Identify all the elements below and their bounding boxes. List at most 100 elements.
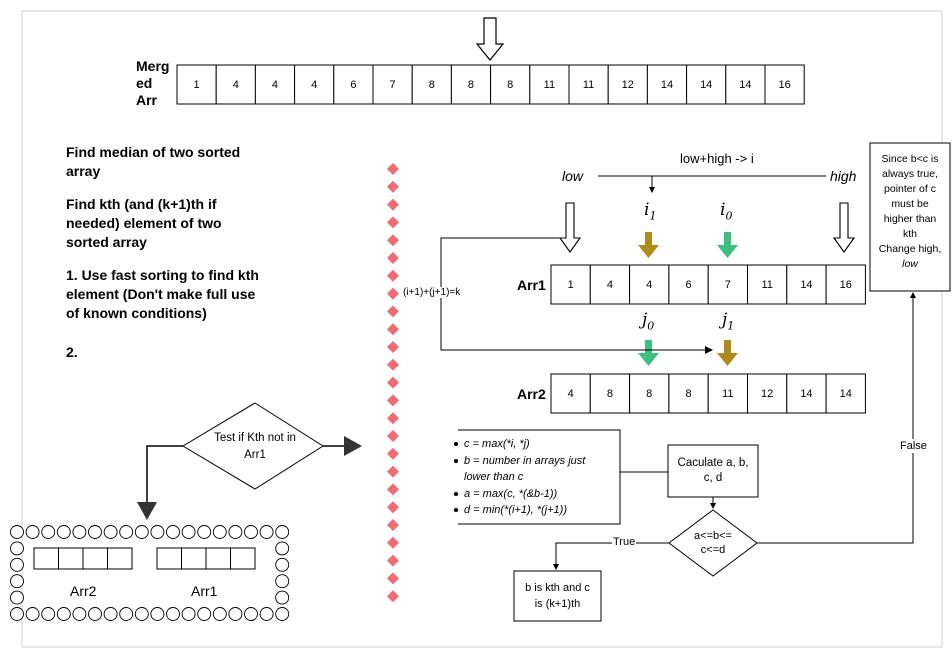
ring-circle — [275, 557, 290, 572]
ring-circle — [103, 525, 118, 539]
ring-circle — [212, 525, 227, 539]
side-note-line: pointer of c — [884, 183, 936, 195]
ring-circle — [10, 574, 24, 589]
arr1-cell-value: 4 — [646, 278, 653, 291]
bullet-item: a = max(c, *(&b-1)) — [454, 486, 585, 503]
j0-letter: j — [642, 310, 648, 330]
high-hollow-arrow — [832, 202, 856, 253]
arr2-cell-value: 14 — [800, 387, 813, 400]
j1-sub: 1 — [727, 319, 735, 333]
ring-circle — [259, 607, 274, 621]
arr2-grid — [550, 373, 866, 414]
false-branch-line — [757, 292, 916, 544]
test-text: Test if Kth not in Arr1 — [190, 430, 320, 464]
side-note-box — [869, 142, 951, 292]
arr1-cell — [589, 264, 631, 305]
ring-circle — [166, 607, 180, 621]
bullet-item: c = max(*i, *j) — [454, 436, 585, 453]
ring-circle — [134, 607, 149, 621]
relation-label: (i+1)+(j+1)=k — [403, 287, 461, 298]
separator-dot — [387, 465, 399, 478]
bullet-item: b = number in arrays just — [454, 453, 585, 470]
separator-dot — [387, 305, 399, 318]
ring-circle — [88, 607, 102, 621]
separator-dot — [387, 430, 399, 442]
arr1-cell-value: 7 — [724, 278, 731, 291]
ring-circle — [150, 607, 165, 621]
ring-circle — [228, 607, 243, 621]
ring-circle — [150, 525, 165, 539]
arr2-cell — [825, 373, 866, 414]
ring-circle — [119, 525, 134, 539]
ring-circle — [56, 525, 71, 539]
side-note-line: must be — [891, 198, 929, 210]
separator-dot — [387, 323, 399, 336]
ring-circle — [10, 607, 24, 621]
merged-cell — [725, 64, 766, 105]
ring-circle — [275, 525, 290, 539]
separator-dot — [387, 483, 399, 496]
ring-circle — [72, 607, 87, 621]
side-note-line: kth — [902, 228, 917, 240]
result-box — [513, 570, 602, 622]
separator-dot — [387, 554, 399, 567]
merged-cell-value: 8 — [428, 78, 435, 91]
cond-line: a<=b<= — [694, 530, 732, 542]
notes-kth: Find kth (and (k+1)th if needed) element… — [66, 196, 222, 250]
false-label: False — [900, 439, 927, 453]
merged-cell-value: 12 — [621, 78, 634, 91]
mini-arr2-label: Arr2 — [70, 583, 97, 599]
arr2-cell — [786, 373, 827, 414]
merged-cell — [450, 64, 492, 105]
separator-dot — [387, 447, 399, 460]
merged-cell — [294, 64, 335, 105]
merged-cell-value: 14 — [660, 78, 674, 91]
ring-circle — [25, 607, 40, 621]
separator-dot — [387, 536, 399, 549]
mini-cell — [205, 547, 231, 570]
j1-label: j1 — [722, 310, 734, 332]
mini-arr1-label: Arr1 — [191, 583, 218, 599]
ring-circle — [181, 607, 196, 621]
arr2-cell-value: 12 — [761, 387, 774, 400]
merged-cell — [254, 64, 296, 105]
ring-circle — [10, 525, 24, 539]
arr1-cell — [825, 264, 866, 305]
merged-cell-value: 4 — [311, 78, 318, 91]
ring-circle — [88, 525, 102, 539]
merged-cell-value: 4 — [271, 78, 279, 91]
i0-letter: i — [720, 200, 726, 220]
separator-dot — [387, 519, 399, 531]
merged-cell-value: 4 — [232, 78, 239, 91]
mini-cell — [58, 547, 84, 570]
separator-dot — [387, 252, 399, 264]
bullet-list: c = max(*i, *j) b = number in arrays jus… — [454, 436, 585, 519]
test-diamond — [182, 402, 324, 490]
separator-dot — [387, 590, 399, 603]
calc-line: c, d — [703, 472, 723, 484]
separator-dot — [387, 341, 399, 353]
arr1-cell — [550, 264, 591, 305]
ring-circle — [41, 525, 56, 539]
ring-circle — [103, 607, 118, 621]
ring-circle — [275, 590, 290, 605]
mini-cell — [181, 547, 207, 570]
j1-arrow — [717, 340, 738, 366]
merged-cell — [568, 64, 609, 105]
merged-cell-value: 8 — [467, 78, 475, 91]
arr1-cell-value: 14 — [800, 278, 813, 291]
merged-cell-value: 6 — [350, 78, 357, 91]
merged-cell — [176, 64, 217, 105]
merged-array-grid — [176, 64, 805, 105]
bullets-bracket — [458, 429, 621, 525]
i1-letter: i — [644, 200, 650, 220]
mini-cell — [156, 547, 182, 570]
merged-cell — [411, 64, 452, 105]
test-left-line — [146, 445, 183, 503]
notes-step1: 1. Use fast sorting to find kth element … — [66, 267, 259, 321]
i0-label: i0 — [720, 200, 732, 222]
test-right-arrowhead — [344, 436, 362, 456]
test-left-arrowhead — [137, 502, 157, 520]
merged-cell — [764, 64, 805, 105]
